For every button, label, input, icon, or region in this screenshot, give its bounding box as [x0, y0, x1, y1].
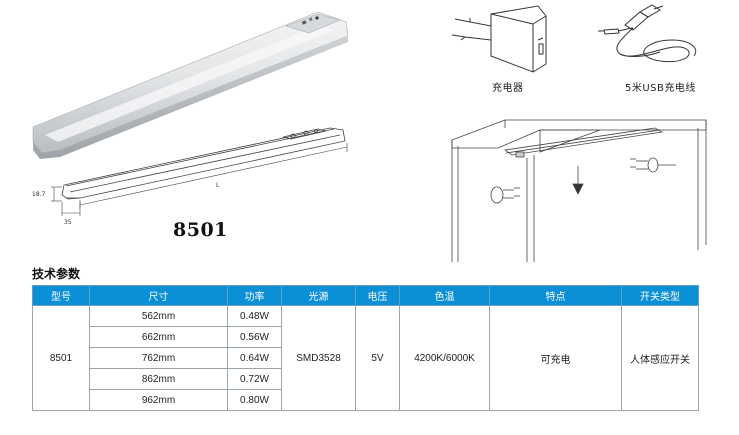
- table-row: 662mm 0.56W: [33, 326, 699, 348]
- dimension-width-label: 35: [64, 219, 72, 226]
- cell-model: 8501: [32, 305, 90, 411]
- charger-caption: 充电器: [492, 83, 524, 94]
- model-number: 8501: [173, 219, 228, 241]
- cell-size: 862mm: [89, 368, 228, 390]
- header-feature: 特点: [489, 285, 622, 306]
- header-size: 尺寸: [89, 285, 228, 306]
- cell-power: 0.48W: [227, 305, 282, 327]
- table-row: 8501 562mm 0.48W SMD3528 5V 4200K/6000K …: [32, 305, 699, 411]
- cell-power: 0.80W: [227, 389, 282, 411]
- cell-feature: 可充电: [489, 305, 622, 411]
- cell-size: 962mm: [89, 389, 228, 411]
- cell-switch-type: 人体感应开关: [621, 305, 699, 411]
- dimension-length-label: L: [216, 182, 220, 189]
- header-light-source: 光源: [281, 285, 356, 306]
- dimension-height-label: 18.7: [32, 191, 46, 198]
- cell-color-temp: 4200K/6000K: [399, 305, 490, 411]
- cell-size: 762mm: [89, 347, 228, 369]
- table-header-row: 型号 尺寸 功率 光源 电压 色温 特点 开关类型: [32, 285, 699, 306]
- cell-size: 562mm: [89, 305, 228, 327]
- table-row: 762mm 0.64W: [33, 347, 699, 369]
- header-switch-type: 开关类型: [621, 285, 699, 306]
- cell-power: 0.72W: [227, 368, 282, 390]
- cell-power: 0.56W: [227, 326, 282, 348]
- table-row: 862mm 0.72W: [33, 368, 699, 390]
- cell-size: 662mm: [89, 326, 228, 348]
- table-row: 962mm 0.80W: [33, 389, 699, 411]
- usb-cable-caption: 5米USB充电线: [625, 83, 696, 94]
- header-color-temp: 色温: [399, 285, 490, 306]
- spec-table: 型号 尺寸 功率 光源 电压 色温 特点 开关类型 8501 562mm 0.4…: [32, 285, 699, 411]
- cell-power: 0.64W: [227, 347, 282, 369]
- header-voltage: 电压: [355, 285, 400, 306]
- header-power: 功率: [227, 285, 282, 306]
- cell-voltage: 5V: [355, 305, 400, 411]
- header-model: 型号: [32, 285, 90, 306]
- section-title: 技术参数: [32, 267, 81, 281]
- cell-light-source: SMD3528: [281, 305, 356, 411]
